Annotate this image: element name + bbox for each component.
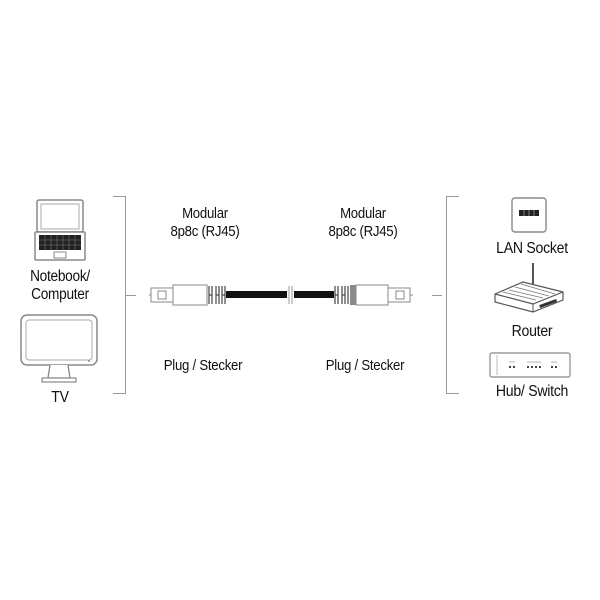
notebook-label-line2: Computer — [31, 286, 89, 303]
cable-segment-right — [294, 291, 334, 298]
right-connector-title: Modular 8p8c (RJ45) — [306, 205, 420, 241]
left-connector-title-line1: Modular — [182, 205, 228, 222]
right-connector-title-line2: 8p8c (RJ45) — [328, 223, 398, 240]
laptop-icon — [34, 199, 86, 261]
tv-label: TV — [51, 389, 69, 406]
ethernet-cable-icon — [149, 284, 413, 306]
left-bracket-stem — [126, 295, 136, 296]
left-plug-label: Plug / Stecker — [163, 357, 243, 374]
cable-segment-left — [226, 291, 287, 298]
lan-socket-label: LAN Socket — [496, 240, 568, 257]
right-bracket — [446, 196, 459, 394]
right-connector-title-line1: Modular — [340, 205, 386, 222]
lan-socket-icon — [511, 197, 547, 233]
hub-switch-label: Hub/ Switch — [495, 383, 569, 400]
notebook-computer-label: Notebook/ Computer — [12, 268, 109, 304]
router-icon — [494, 263, 564, 313]
left-connector-title: Modular 8p8c (RJ45) — [148, 205, 262, 241]
left-bracket — [113, 196, 126, 394]
notebook-label-line1: Notebook/ — [30, 268, 90, 285]
router-label: Router — [511, 323, 553, 340]
left-connector-title-line2: 8p8c (RJ45) — [170, 223, 240, 240]
right-bracket-stem — [432, 295, 442, 296]
hub-switch-icon — [489, 352, 571, 378]
right-rj45-plug — [355, 284, 413, 306]
right-plug-label: Plug / Stecker — [325, 357, 405, 374]
left-rj45-plug — [149, 284, 208, 306]
tv-icon — [20, 314, 98, 383]
